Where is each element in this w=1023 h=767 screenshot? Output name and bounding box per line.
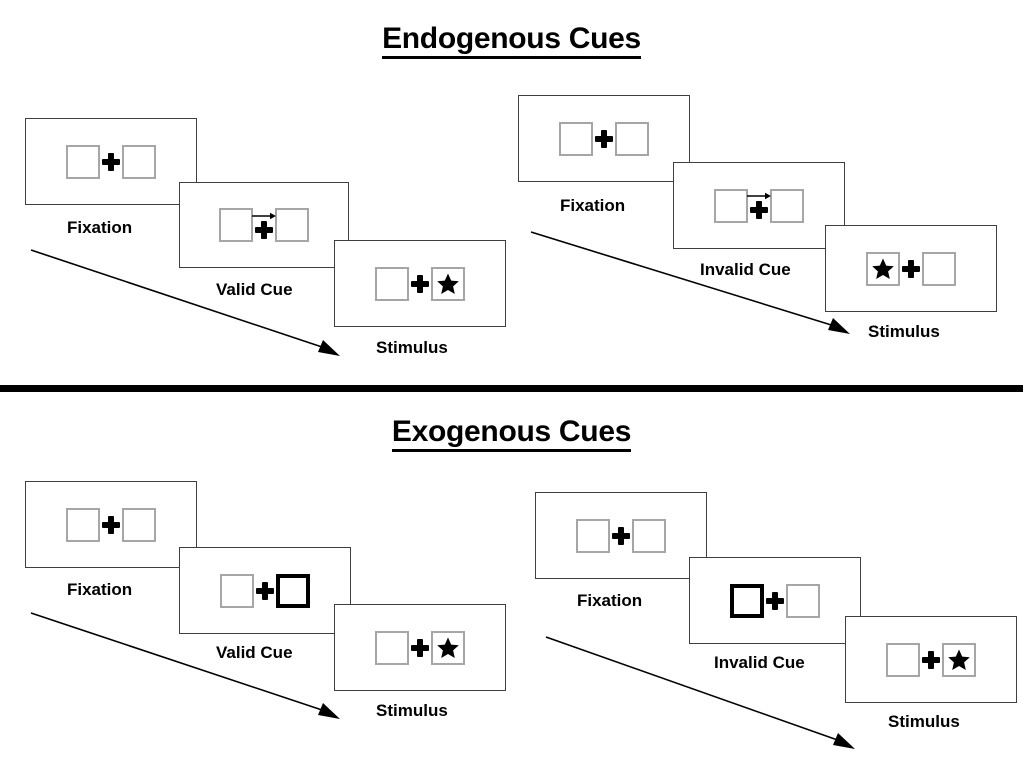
stage-label-exo-invalid-stimulus: Stimulus: [888, 712, 960, 731]
stim-box-left: [886, 642, 920, 677]
stim-box-right: [786, 583, 820, 618]
plus-icon: [252, 212, 276, 247]
time-arrow-icon: [545, 636, 855, 749]
star-icon: [872, 258, 894, 279]
plus-icon: [409, 267, 431, 301]
panel-endo-valid-stimulus: [334, 240, 506, 327]
arrow-right-icon: [747, 192, 771, 200]
panel-endo-invalid-cue: [673, 162, 845, 249]
stim-box-left: [66, 144, 100, 179]
star-icon: [437, 273, 459, 294]
panel-exo-invalid-stimulus: [845, 616, 1017, 703]
stim-box-left: [375, 266, 409, 301]
stim-box-left: [220, 573, 254, 608]
stage-label-endo-invalid-fixation: Fixation: [560, 196, 626, 215]
star-icon: [948, 649, 970, 670]
star-icon: [437, 637, 459, 658]
plus-icon: [900, 252, 922, 286]
stim-box-right: [615, 121, 649, 156]
plus-icon: [764, 584, 786, 618]
panel-exo-valid-stimulus: [334, 604, 506, 691]
arrow-right-icon: [252, 212, 276, 219]
stage-label-endo-valid-fixation: Fixation: [67, 218, 133, 237]
stim-box-right: [431, 266, 465, 301]
stim-box-left: [375, 630, 409, 665]
plus-icon: [747, 192, 771, 227]
plus-icon: [593, 122, 615, 156]
panel-endo-valid-fixation: [25, 118, 197, 205]
stim-box-left: [714, 188, 748, 223]
stim-box-left: [559, 121, 593, 156]
section-divider: [0, 385, 1023, 392]
stim-box-right: [122, 144, 156, 179]
stim-box-left-cued: [730, 583, 764, 618]
stage-label-exo-valid-fixation: Fixation: [67, 580, 133, 599]
stim-box-left: [66, 507, 100, 542]
section-title-exogenous-text: Exogenous Cues: [391, 415, 631, 452]
panel-exo-invalid-cue: [689, 557, 861, 644]
panel-exo-invalid-fixation: [535, 492, 707, 579]
stage-label-endo-valid-cue: Valid Cue: [216, 280, 293, 299]
panel-exo-valid-cue: [179, 547, 351, 634]
stage-label-exo-valid-stimulus: Stimulus: [376, 701, 448, 720]
stim-box-right: [922, 251, 956, 286]
plus-icon: [100, 508, 122, 542]
stim-box-right: [942, 642, 976, 677]
stim-box-right: [275, 208, 309, 242]
stim-box-right-cued: [276, 573, 310, 608]
section-title-exogenous: Exogenous Cues: [0, 415, 1023, 452]
stim-box-left: [576, 518, 610, 553]
plus-icon: [100, 145, 122, 179]
stim-box-left: [866, 251, 900, 286]
section-title-endogenous: Endogenous Cues: [0, 22, 1023, 59]
stage-label-exo-invalid-cue: Invalid Cue: [714, 653, 805, 672]
stim-box-right: [431, 630, 465, 665]
stim-box-right: [770, 188, 804, 223]
stage-label-endo-valid-stimulus: Stimulus: [376, 338, 448, 357]
stage-label-exo-valid-cue: Valid Cue: [216, 643, 293, 662]
panel-endo-invalid-stimulus: [825, 225, 997, 312]
panel-endo-valid-cue: [179, 182, 349, 268]
stim-box-right: [632, 518, 666, 553]
plus-icon: [254, 574, 276, 608]
plus-icon: [920, 643, 942, 677]
plus-icon: [409, 631, 431, 665]
stim-box-right: [122, 507, 156, 542]
section-title-endogenous-text: Endogenous Cues: [382, 22, 641, 59]
stage-label-endo-invalid-stimulus: Stimulus: [868, 322, 940, 341]
panel-endo-invalid-fixation: [518, 95, 690, 182]
stage-label-exo-invalid-fixation: Fixation: [577, 591, 643, 610]
plus-icon: [610, 519, 632, 553]
stim-box-left: [219, 208, 253, 242]
stage-label-endo-invalid-cue: Invalid Cue: [700, 260, 791, 279]
panel-exo-valid-fixation: [25, 481, 197, 568]
